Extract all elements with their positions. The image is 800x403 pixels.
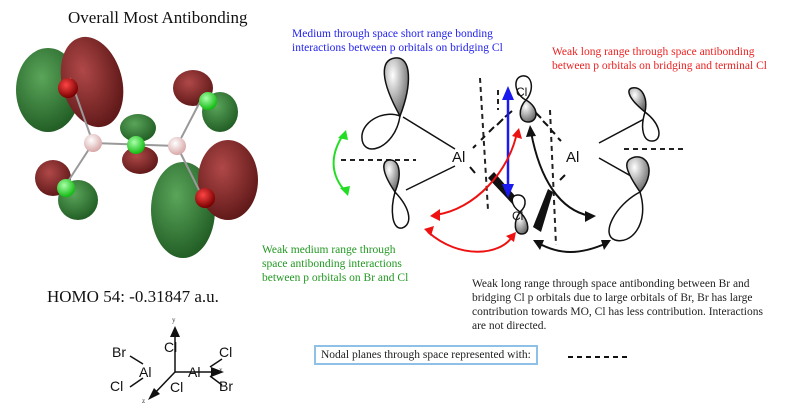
atom-label-br: Br: [219, 378, 233, 394]
annotation-line: contribution towards MO, Cl has less con…: [472, 306, 763, 318]
atom-al: [168, 137, 186, 155]
p-orbital-br-right: [608, 156, 650, 242]
y-axis-arrowhead: [170, 326, 180, 337]
annotation-red: Weak long range through space antibondin…: [552, 45, 767, 73]
annotation-line: between p orbitals on Br and Cl: [262, 272, 409, 284]
atom-cl: [57, 179, 75, 197]
atom-label-al: Al: [188, 364, 200, 380]
arrowhead-green: [338, 130, 348, 140]
solid-wedge: [533, 189, 553, 232]
annotation-line: Weak medium range through: [262, 244, 396, 256]
atom-label-cl: Cl: [164, 339, 177, 355]
arrowhead-red: [430, 209, 440, 221]
annotation-line: are not directed.: [472, 320, 547, 332]
arrowhead-black: [601, 240, 611, 250]
axis-label-x: x: [219, 366, 223, 374]
arrowhead-black: [585, 211, 596, 222]
annotation-line: Weak long range through space antibondin…: [552, 46, 755, 58]
atom-label-al: Al: [566, 149, 579, 166]
z-axis-arrowhead: [148, 388, 160, 400]
atom-label-br: Br: [112, 344, 126, 360]
p-orbital-cl-bridging-top: [515, 75, 537, 123]
orbital-lobe-red: [60, 36, 124, 128]
atom-label-cl: Cl: [170, 379, 183, 395]
annotation-green: Weak medium range through space antibond…: [262, 243, 408, 285]
annotation-line: between p orbitals on bridging and termi…: [552, 60, 767, 72]
atom-cl-bridging: [127, 136, 145, 154]
figure-title: Overall Most Antibonding: [68, 8, 248, 27]
annotation-line: Weak long range through space antibondin…: [472, 278, 750, 290]
arrow-blue-bonding: [502, 86, 514, 198]
arrowhead-red: [512, 128, 522, 139]
axis-label-z: z: [142, 397, 145, 403]
nodal-plane-legend: Nodal planes through space represented w…: [314, 345, 538, 365]
arrow-green: [332, 134, 347, 193]
p-orbital-cl-left: [383, 159, 410, 229]
atom-label-cl: Cl: [219, 344, 232, 360]
atom-label-cl: Cl: [516, 85, 527, 99]
atom-cl: [199, 92, 217, 110]
p-orbital-cl-bridging-bottom: [511, 194, 529, 235]
annotation-line: bridging Cl p orbitals due to large orbi…: [472, 292, 753, 304]
atom-label-cl: Cl: [512, 209, 523, 223]
arrow-red-antibonding: [427, 131, 518, 253]
annotation-line: Medium through space short range bonding: [292, 28, 493, 40]
x-axis-arrowhead: [211, 367, 224, 377]
atom-label-al: Al: [139, 364, 151, 380]
atom-br: [195, 188, 215, 208]
p-orbital-br-left: [361, 57, 410, 150]
hashed-wedges: [472, 110, 562, 149]
arrowhead-black: [533, 240, 544, 250]
atom-al: [84, 134, 102, 152]
arrowhead-red: [506, 232, 516, 242]
orbital-lobe-green: [120, 114, 156, 142]
arrowhead-black: [526, 125, 536, 137]
annotation-line: interactions between p orbitals on bridg…: [292, 42, 503, 54]
annotation-line: space antibonding interactions: [262, 258, 402, 270]
arrowhead-green: [340, 186, 350, 196]
orbital-lobe-red: [122, 146, 158, 174]
annotation-black: Weak long range through space antibondin…: [472, 277, 763, 333]
annotation-blue: Medium through space short range bonding…: [292, 27, 503, 55]
homo-energy-label: HOMO 54: -0.31847 a.u.: [47, 287, 219, 306]
arrow-black: [530, 131, 608, 253]
schematic-bonds: [402, 116, 649, 191]
arrowhead-red: [424, 226, 434, 236]
atom-br: [58, 78, 78, 98]
axis-label-y: y: [172, 316, 176, 324]
atom-label-al: Al: [452, 149, 465, 166]
p-orbital-cl-right: [628, 87, 660, 142]
atom-label-cl: Cl: [110, 378, 123, 394]
orbital-lobe-red: [198, 140, 258, 220]
